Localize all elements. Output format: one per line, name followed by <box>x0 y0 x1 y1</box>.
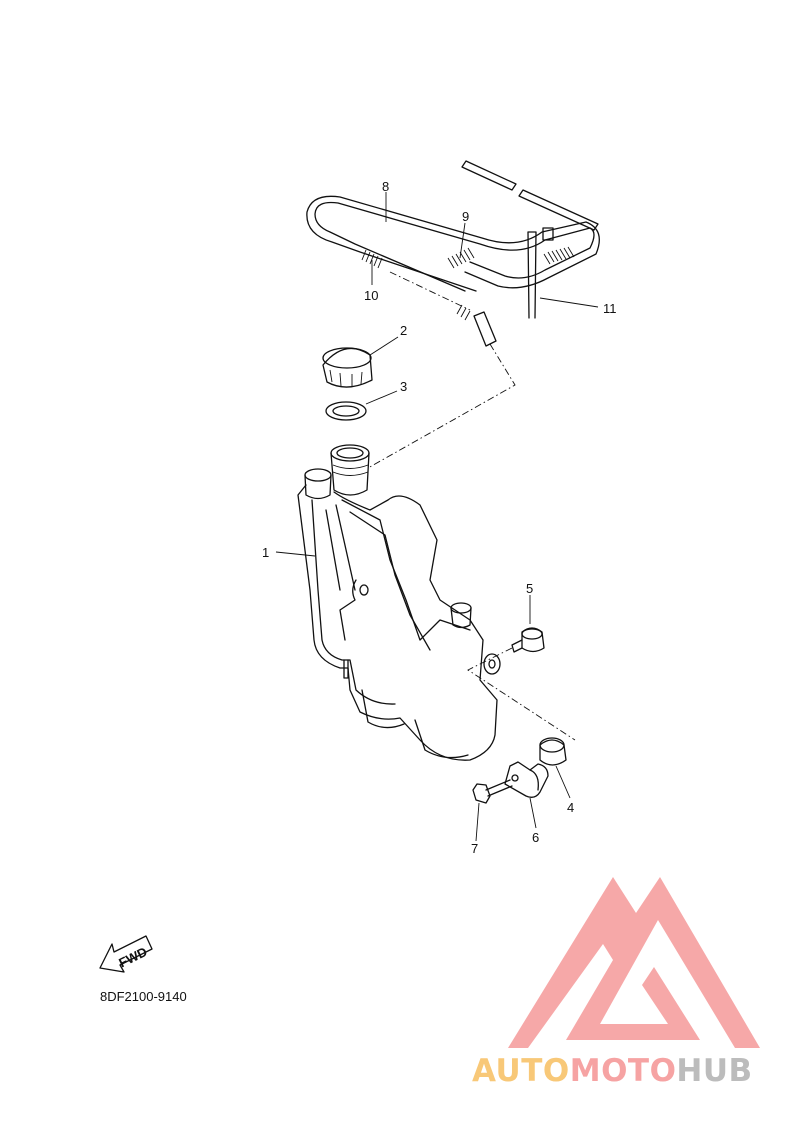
callout-7: 7 <box>471 841 478 856</box>
callout-9: 9 <box>462 209 469 224</box>
coolant-reservoir-tank <box>297 444 501 761</box>
watermark-text: AUTOMOTOHUB <box>472 1053 753 1089</box>
callout-11: 11 <box>603 301 617 316</box>
watermark-text-moto: MOTO <box>570 1053 677 1089</box>
filler-cap <box>322 347 373 388</box>
callout-5: 5 <box>526 581 533 596</box>
callout-8: 8 <box>382 179 389 194</box>
callout-1: 1 <box>262 545 269 560</box>
callout-3: 3 <box>400 379 407 394</box>
hose-10-corrugation <box>361 249 471 321</box>
fwd-arrow-icon: FWD <box>99 935 153 973</box>
watermark-text-hub: HUB <box>676 1053 752 1089</box>
grommet-4 <box>539 737 567 766</box>
diagram-part-code: 8DF2100-9140 <box>100 989 187 1004</box>
callout-10: 10 <box>364 288 378 303</box>
clamp-6 <box>504 761 549 798</box>
callout-2: 2 <box>400 323 407 338</box>
gasket <box>325 401 367 421</box>
breather-hoses <box>306 160 600 469</box>
leader-lines <box>275 192 599 842</box>
callout-4: 4 <box>567 800 574 815</box>
callout-6: 6 <box>532 830 539 845</box>
callout-numbers: 1 2 3 4 5 6 7 8 9 10 11 <box>262 179 617 856</box>
hose-9-corrugation <box>447 246 575 269</box>
watermark-triangle-mark <box>508 877 760 1048</box>
watermark-logo <box>508 877 760 1048</box>
bolt-5 <box>467 627 576 741</box>
bolt-7 <box>472 779 513 804</box>
watermark-text-auto: AUTO <box>472 1053 570 1089</box>
